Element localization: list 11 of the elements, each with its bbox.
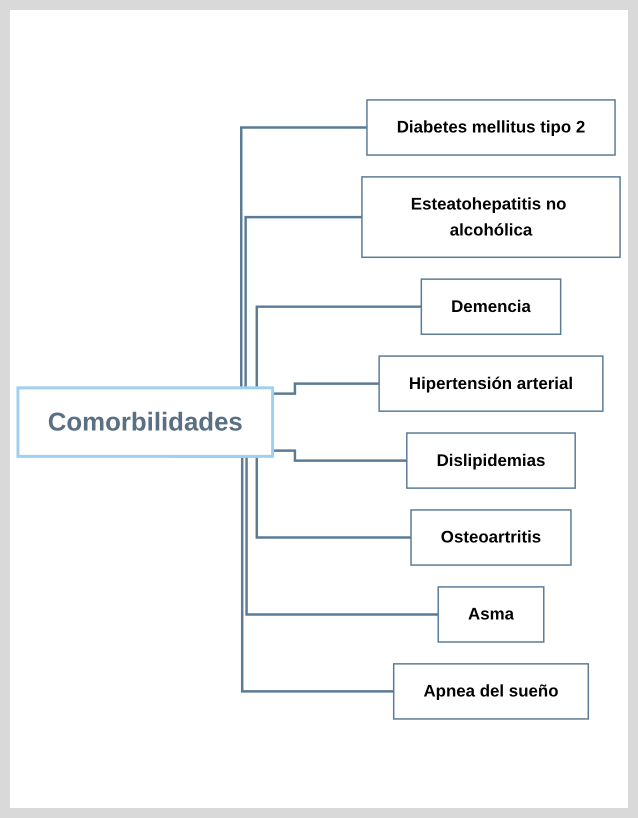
node-box: Apnea del sueño [392, 662, 590, 720]
node-box: Diabetes mellitus tipo 2 [366, 98, 616, 156]
node-box: Asma [437, 586, 544, 642]
node-box: Esteatohepatitis no alcohólica [361, 176, 621, 258]
connector [272, 382, 380, 394]
node-box: Osteoartritis [410, 508, 572, 566]
node-box: Comorbilidades [16, 386, 274, 458]
connector [272, 448, 407, 462]
node-box: Demencia [420, 278, 562, 335]
node-box: Hipertensión arterial [378, 354, 604, 412]
node-box: Dislipidemias [406, 432, 576, 488]
